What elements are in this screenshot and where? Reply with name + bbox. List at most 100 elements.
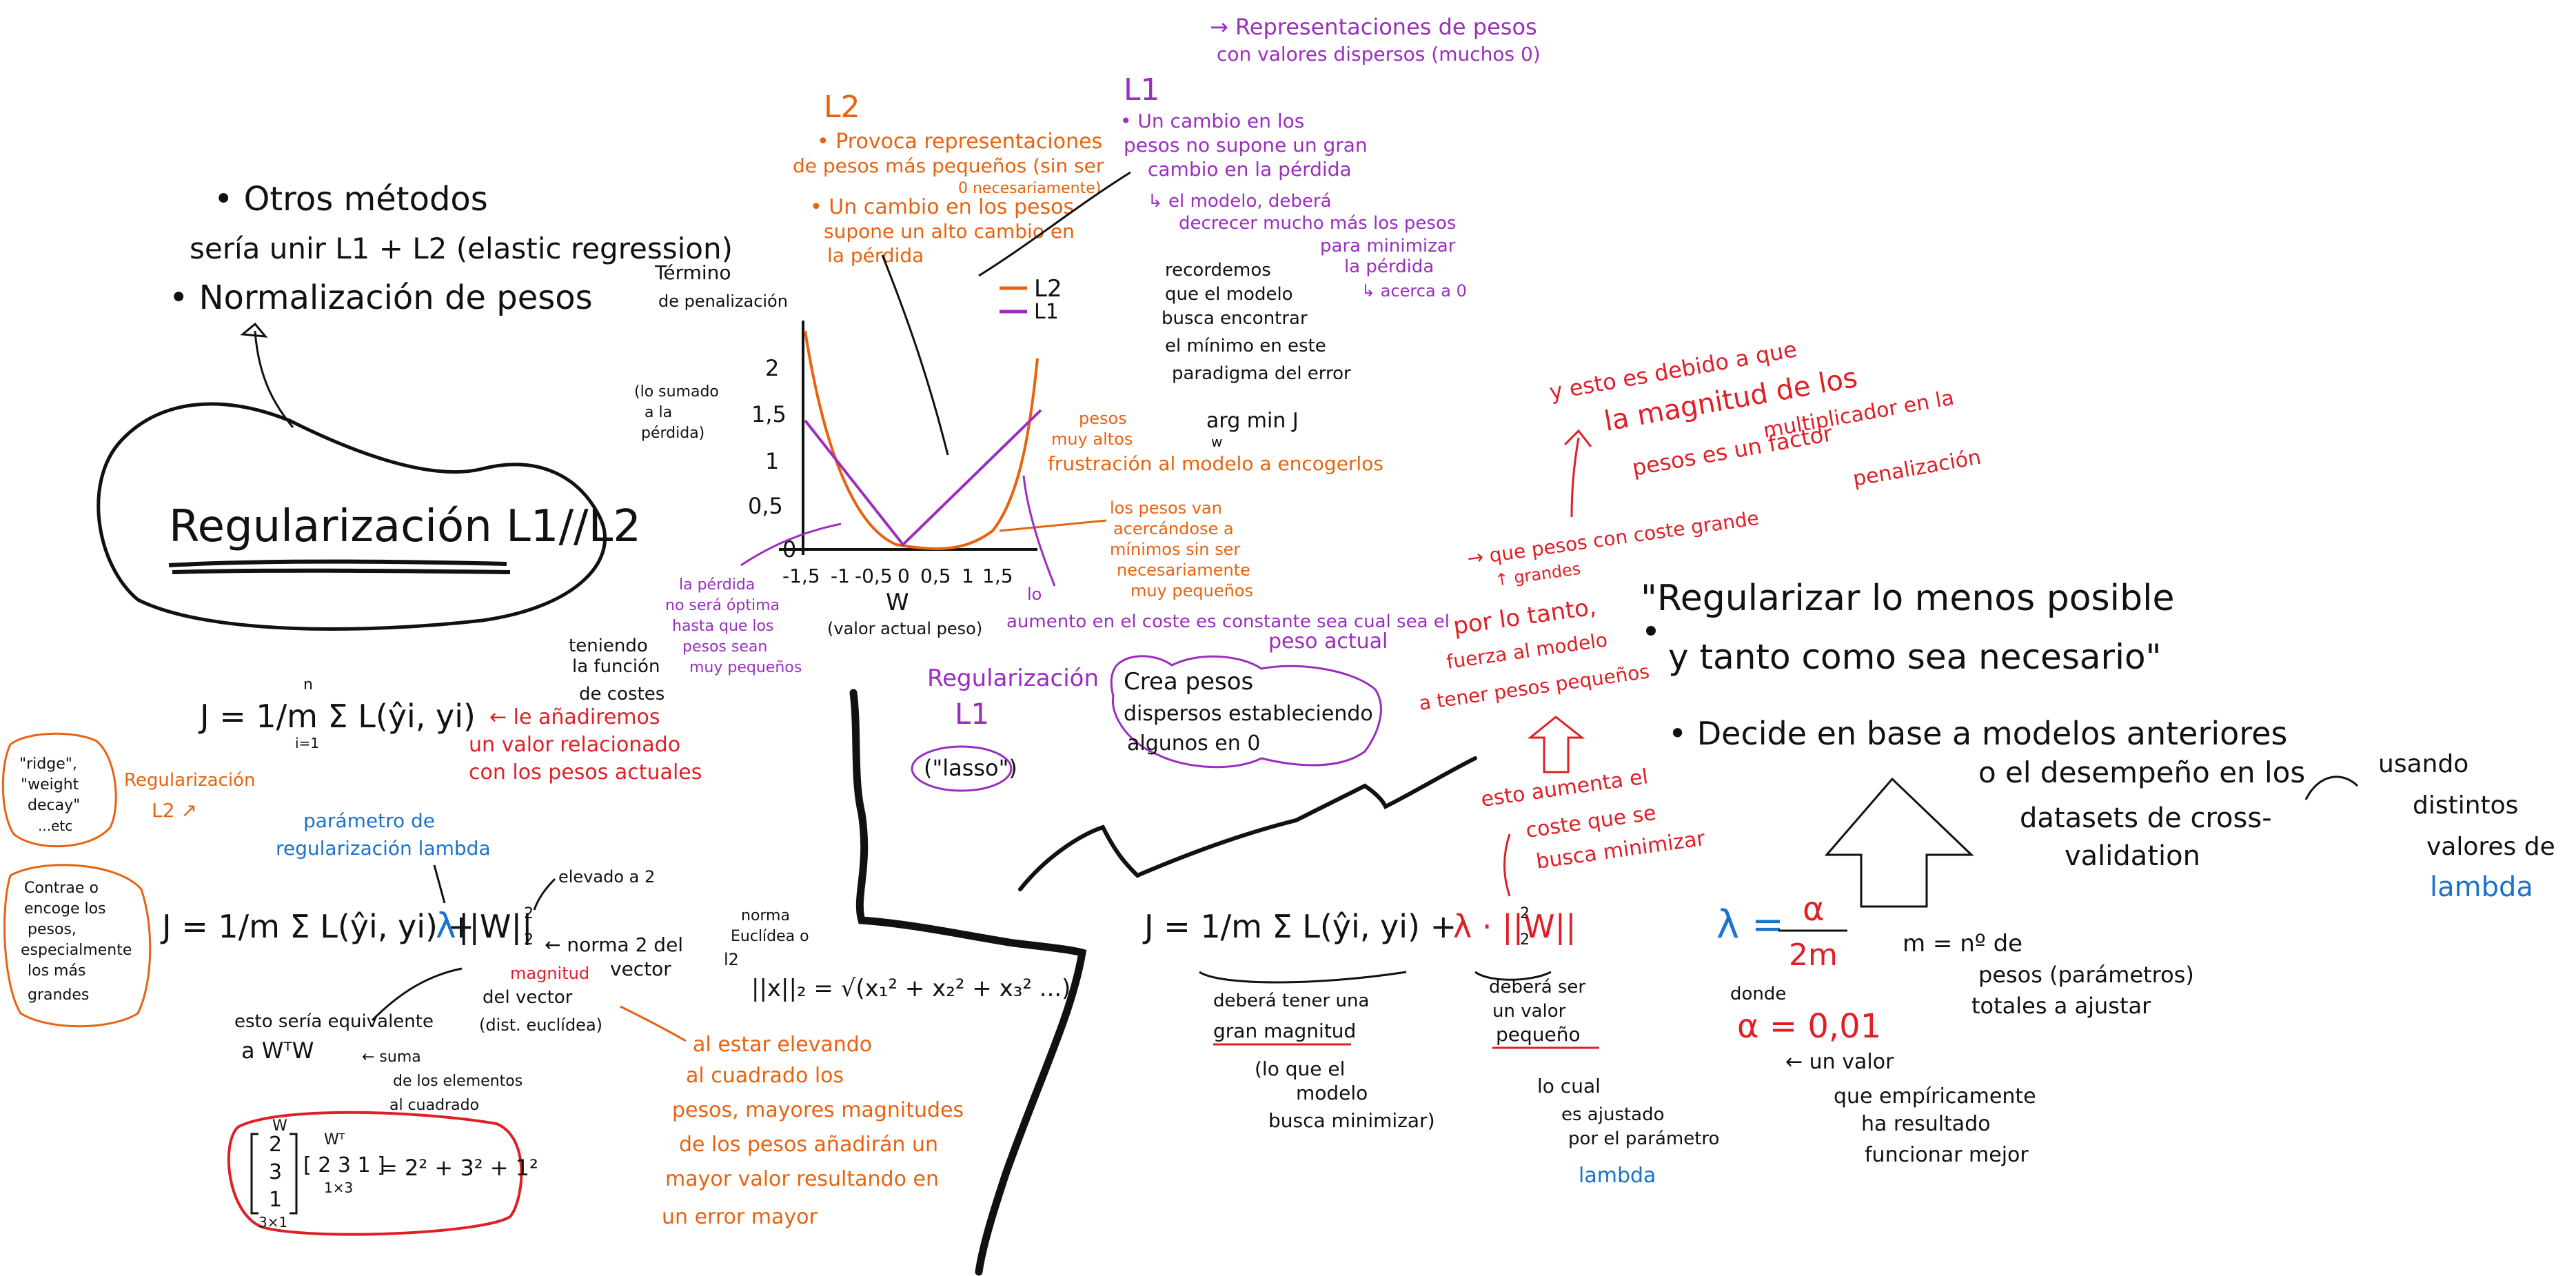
- teniendo-text: teniendo: [569, 636, 648, 656]
- penalty-label: de penalización: [658, 292, 788, 311]
- cost-function-2: J = 1/m Σ L(ŷi, yi) +: [160, 908, 474, 945]
- lambda-formula-num: α: [1803, 890, 1825, 929]
- lo-cual-text: es ajustado: [1561, 1104, 1665, 1125]
- norma2-label: ← norma 2 del: [545, 933, 683, 956]
- argmin-text: arg min J: [1206, 409, 1299, 433]
- elevado-label: elevado a 2: [558, 867, 655, 887]
- l2-curve: [804, 330, 1039, 550]
- norma-formula: ||x||₂ = √(x₁² + x₂² + x₃² ...): [751, 975, 1071, 1002]
- alpha-note: ← un valor: [1785, 1050, 1894, 1074]
- alpha-note: que empíricamente: [1834, 1084, 2036, 1108]
- contrae-text: Contrae o: [24, 880, 99, 897]
- red-mid-text: → que pesos con coste grande: [1466, 507, 1760, 570]
- cost3-reg: λ · ||W||: [1453, 908, 1576, 946]
- matrix-col: 1: [269, 1188, 282, 1212]
- norma2-label: vector: [610, 958, 671, 980]
- reg-l1-label: Regularización: [927, 665, 1099, 692]
- red-up-arrow: [1570, 437, 1580, 518]
- m-definition: m = nº de: [1903, 930, 2022, 958]
- parametro-arrow: [433, 864, 446, 904]
- lo-que-text: busca minimizar): [1268, 1109, 1435, 1132]
- aumento-arrow: [1022, 475, 1056, 587]
- l1-notes-top: → Representaciones de pesos: [1210, 14, 1537, 40]
- cost1-sum-top: n: [303, 676, 313, 693]
- other-methods-text: • Otros métodos: [214, 180, 488, 219]
- perdida-no: no será óptima: [665, 597, 780, 614]
- l2-notes-text: • Provoca representaciones: [817, 130, 1102, 154]
- l2-notes-text: 0 necesariamente): [958, 180, 1101, 197]
- matrix-col: 3: [269, 1160, 282, 1184]
- penalty-graph: 2 1,5 1 0,5 0 -1,5 -1 -0,5 0 0,5 1 1,5 W…: [634, 261, 1062, 638]
- lambda-word-right: lambda: [2430, 871, 2533, 903]
- elevado-arrow: [533, 878, 556, 911]
- decide-text: validation: [2065, 840, 2200, 872]
- parametro-label: parámetro de: [303, 809, 435, 832]
- al-estar-text: de los pesos añadirán un: [679, 1133, 938, 1157]
- contrae-text: grandes: [28, 986, 89, 1004]
- l1-notes-text: • Un cambio en los: [1120, 110, 1304, 132]
- magnitud-label: (dist. euclídea): [479, 1015, 602, 1035]
- al-estar-text: al cuadrado los: [686, 1064, 844, 1088]
- le-anadiremos: con los pesos actuales: [469, 760, 702, 784]
- page-title: Regularización L1//L2: [169, 501, 641, 552]
- ridge-text: "ridge",: [19, 756, 77, 773]
- lambda-formula-lhs: λ =: [1716, 902, 1784, 947]
- y-tick: 1: [765, 448, 779, 474]
- matrix-dim: 3×1: [258, 1214, 287, 1231]
- l1-notes-text: cambio en la pérdida: [1148, 158, 1352, 181]
- debera-tener: deberá tener una: [1213, 991, 1369, 1011]
- quote-text: "Regularizar lo menos posible: [1641, 578, 2175, 619]
- cost2-sup: 2: [524, 905, 534, 922]
- debera-ser: deberá ser: [1489, 977, 1585, 997]
- l1-pointer-arrow: [978, 171, 1131, 277]
- contrae-text: los más: [28, 962, 85, 980]
- esto-aumenta-arrow: [1503, 833, 1511, 897]
- equivalente-arrow: [371, 967, 463, 1022]
- loss-note: pérdida): [641, 425, 704, 442]
- quote-text: y tanto como sea necesario": [1668, 637, 2162, 677]
- norma-euclidea: l2: [724, 950, 739, 969]
- perdida-no: muy pequeños: [689, 659, 802, 676]
- x-tick: -1,5: [782, 565, 820, 587]
- al-estar-text: pesos, mayores magnitudes: [672, 1098, 964, 1122]
- usando-text: distintos: [2413, 791, 2518, 820]
- reg-l1-label: L1: [955, 697, 989, 731]
- recordemos-text: busca encontrar: [1162, 308, 1308, 329]
- mountain-stroke: [1018, 756, 1477, 891]
- contrae-text: encoge los: [24, 900, 106, 918]
- lambda-word: lambda: [1579, 1164, 1656, 1188]
- frustracion-text: frustración al modelo a encogerlos: [1048, 452, 1383, 475]
- donde-label: donde: [1730, 984, 1786, 1004]
- x-tick: -0,5: [855, 565, 893, 587]
- red-big-arrow: [1527, 716, 1585, 773]
- matrix-wt-label: Wᵀ: [324, 1131, 345, 1148]
- pesos-van: mínimos sin ser: [1110, 540, 1240, 559]
- equivalente-text: a WᵀW: [241, 1037, 314, 1064]
- magnitud-label: del vector: [483, 987, 573, 1008]
- decide-text: • Decide en base a modelos anteriores: [1668, 715, 2287, 752]
- ridge-text: "weight: [21, 776, 79, 793]
- x-axis-sublabel: (valor actual peso): [827, 619, 982, 638]
- y-tick: 1,5: [751, 401, 787, 427]
- cost3-sup: 2: [1520, 905, 1530, 922]
- l2-notes-text: la pérdida: [827, 244, 924, 267]
- al-estar-arrow: [620, 1005, 687, 1042]
- m-definition: totales a ajustar: [1971, 993, 2151, 1019]
- cost3-brace-1: [1199, 971, 1407, 984]
- equivalente-text: esto sería equivalente: [234, 1011, 434, 1032]
- legend-l1: L1: [1034, 300, 1059, 324]
- l2-notes-text: supone un alto cambio en: [824, 220, 1075, 243]
- crea-pesos-text: Crea pesos: [1124, 668, 1253, 696]
- m-definition: pesos (parámetros): [1978, 962, 2194, 988]
- cost1-sum-bottom: i=1: [295, 735, 319, 751]
- pesos-van: muy pequeños: [1130, 581, 1253, 600]
- l1-notes-text: pesos no supone un gran: [1124, 134, 1368, 156]
- usando-text: valores de: [2426, 833, 2555, 861]
- alpha-note: ha resultado: [1861, 1112, 1991, 1136]
- cost2-norm: ||W||: [458, 908, 532, 946]
- cost3-sub: 2: [1520, 931, 1530, 949]
- cost-function-1: J = 1/m Σ L(ŷi, yi): [198, 698, 476, 735]
- pesos-van: los pesos van: [1110, 498, 1222, 518]
- alpha-value: α = 0,01: [1737, 1007, 1881, 1046]
- perdida-no: hasta que los: [672, 618, 773, 635]
